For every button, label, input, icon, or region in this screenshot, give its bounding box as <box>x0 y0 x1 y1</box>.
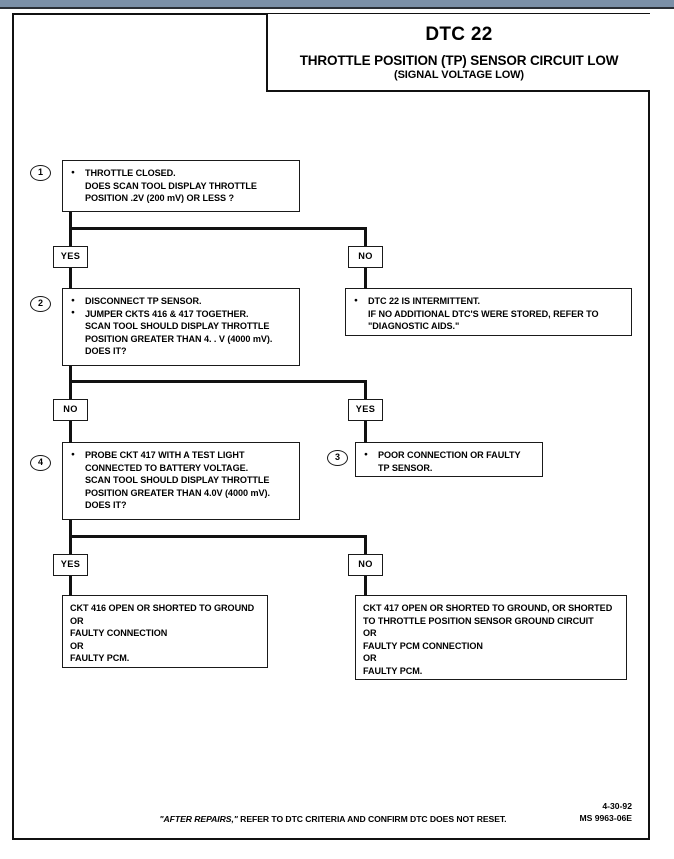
result-left-box: CKT 416 OPEN OR SHORTED TO GROUND OR FAU… <box>62 595 268 668</box>
footer-date: 4-30-92 <box>602 801 632 811</box>
step-2-line-1: DISCONNECT TP SENSOR. <box>70 295 291 308</box>
connector-step1-yes-drop <box>69 227 73 247</box>
step-2-line-2: JUMPER CKTS 416 & 417 TOGETHER. <box>70 307 291 321</box>
step-3-line-2: TP SENSOR. <box>378 462 433 473</box>
step-3-line-1: POOR CONNECTION OR FAULTY <box>363 449 534 462</box>
result-left-line-4: OR <box>70 640 84 651</box>
step-4-line-4: POSITION GREATER THAN 4.0V (4000 mV). <box>85 487 270 498</box>
tag-step2-no: NO <box>53 399 88 421</box>
connector-no-to-intermittent <box>364 267 368 289</box>
result-right-line-3: OR <box>363 628 377 639</box>
connector-step4-across <box>69 535 367 539</box>
connector-yes-to-step3 <box>364 420 368 443</box>
step-4-box: PROBE CKT 417 WITH A TEST LIGHT CONNECTE… <box>62 442 300 520</box>
viewer-top-bar <box>0 0 674 7</box>
connector-step2-down <box>69 366 73 383</box>
step-1-box: THROTTLE CLOSED. DOES SCAN TOOL DISPLAY … <box>62 160 300 212</box>
tag-step4-no: NO <box>348 554 383 576</box>
connector-step1-no-drop <box>364 227 368 247</box>
step-1-line-3: POSITION .2V (200 mV) OR LESS ? <box>85 193 235 204</box>
tag-step4-yes: YES <box>53 554 88 576</box>
step-number-4: 4 <box>30 455 51 471</box>
step-1-line-2: DOES SCAN TOOL DISPLAY THROTTLE <box>85 180 257 191</box>
step-1-line-1: THROTTLE CLOSED. <box>70 167 291 180</box>
step-4-line-5: DOES IT? <box>85 500 127 511</box>
result-right-line-5: OR <box>363 653 377 664</box>
connector-yes-to-result-left <box>69 575 73 596</box>
tag-step2-yes: YES <box>348 399 383 421</box>
result-right-line-6: FAULTY PCM. <box>363 665 423 676</box>
tag-step1-no: NO <box>348 246 383 268</box>
result-left-line-1: CKT 416 OPEN OR SHORTED TO GROUND <box>70 603 255 613</box>
step-number-1: 1 <box>30 165 51 181</box>
intermittent-line-3: "DIAGNOSTIC AIDS." <box>368 321 460 332</box>
footer-note: "AFTER REPAIRS," REFER TO DTC CRITERIA A… <box>14 814 652 824</box>
diagnostic-chart-page: DTC 22 THROTTLE POSITION (TP) SENSOR CIR… <box>12 13 650 840</box>
connector-no-to-step4 <box>69 420 73 443</box>
step-number-2: 2 <box>30 296 51 312</box>
step-2-line-4: POSITION GREATER THAN 4. . V (4000 mV). <box>85 333 273 344</box>
chart-header: DTC 22 THROTTLE POSITION (TP) SENSOR CIR… <box>266 14 650 92</box>
step-4-line-3: SCAN TOOL SHOULD DISPLAY THROTTLE <box>85 475 270 486</box>
step-2-box: DISCONNECT TP SENSOR. JUMPER CKTS 416 & … <box>62 288 300 366</box>
footer-note-rest: REFER TO DTC CRITERIA AND CONFIRM DTC DO… <box>237 814 507 824</box>
page-title: THROTTLE POSITION (TP) SENSOR CIRCUIT LO… <box>299 53 619 68</box>
connector-step1-across <box>69 227 367 231</box>
step-number-3: 3 <box>327 450 348 466</box>
result-left-line-5: FAULTY PCM. <box>70 653 130 664</box>
connector-step1-down <box>69 212 73 230</box>
connector-step2-yes-drop <box>364 380 368 400</box>
connector-step4-no-drop <box>364 535 368 555</box>
intermittent-result-box: DTC 22 IS INTERMITTENT. IF NO ADDITIONAL… <box>345 288 632 336</box>
intermittent-line-2: IF NO ADDITIONAL DTC'S WERE STORED, REFE… <box>368 308 599 319</box>
step-4-line-1: PROBE CKT 417 WITH A TEST LIGHT <box>70 449 291 462</box>
result-right-line-4: FAULTY PCM CONNECTION <box>363 640 483 651</box>
footer-doc-id: MS 9963-06E <box>579 812 632 823</box>
connector-step2-across <box>69 380 367 384</box>
connector-yes-to-step2 <box>69 267 73 289</box>
result-left-line-3: FAULTY CONNECTION <box>70 628 168 639</box>
intermittent-line-1: DTC 22 IS INTERMITTENT. <box>353 295 623 308</box>
tag-step1-yes: YES <box>53 246 88 268</box>
viewer-top-bar-shadow <box>0 7 674 9</box>
dtc-code: DTC 22 <box>425 24 493 45</box>
footer-meta: 4-30-92 MS 9963-06E <box>579 801 632 824</box>
step-3-box: POOR CONNECTION OR FAULTY TP SENSOR. <box>355 442 543 477</box>
connector-no-to-result-right <box>364 575 368 596</box>
step-2-line-5: DOES IT? <box>85 346 127 357</box>
connector-step2-no-drop <box>69 380 73 400</box>
step-2-line-3: SCAN TOOL SHOULD DISPLAY THROTTLE <box>85 321 270 332</box>
result-right-line-1: CKT 417 OPEN OR SHORTED TO GROUND, OR SH… <box>363 603 613 613</box>
result-right-line-2: TO THROTTLE POSITION SENSOR GROUND CIRCU… <box>363 615 594 626</box>
result-left-line-2: OR <box>70 615 84 626</box>
result-right-box: CKT 417 OPEN OR SHORTED TO GROUND, OR SH… <box>355 595 627 680</box>
connector-step4-down <box>69 520 73 538</box>
step-4-line-2: CONNECTED TO BATTERY VOLTAGE. <box>85 462 249 473</box>
footer-note-quoted: "AFTER REPAIRS," <box>159 814 238 824</box>
connector-step4-yes-drop <box>69 535 73 555</box>
page-subtitle: (SIGNAL VOLTAGE LOW) <box>394 69 524 81</box>
